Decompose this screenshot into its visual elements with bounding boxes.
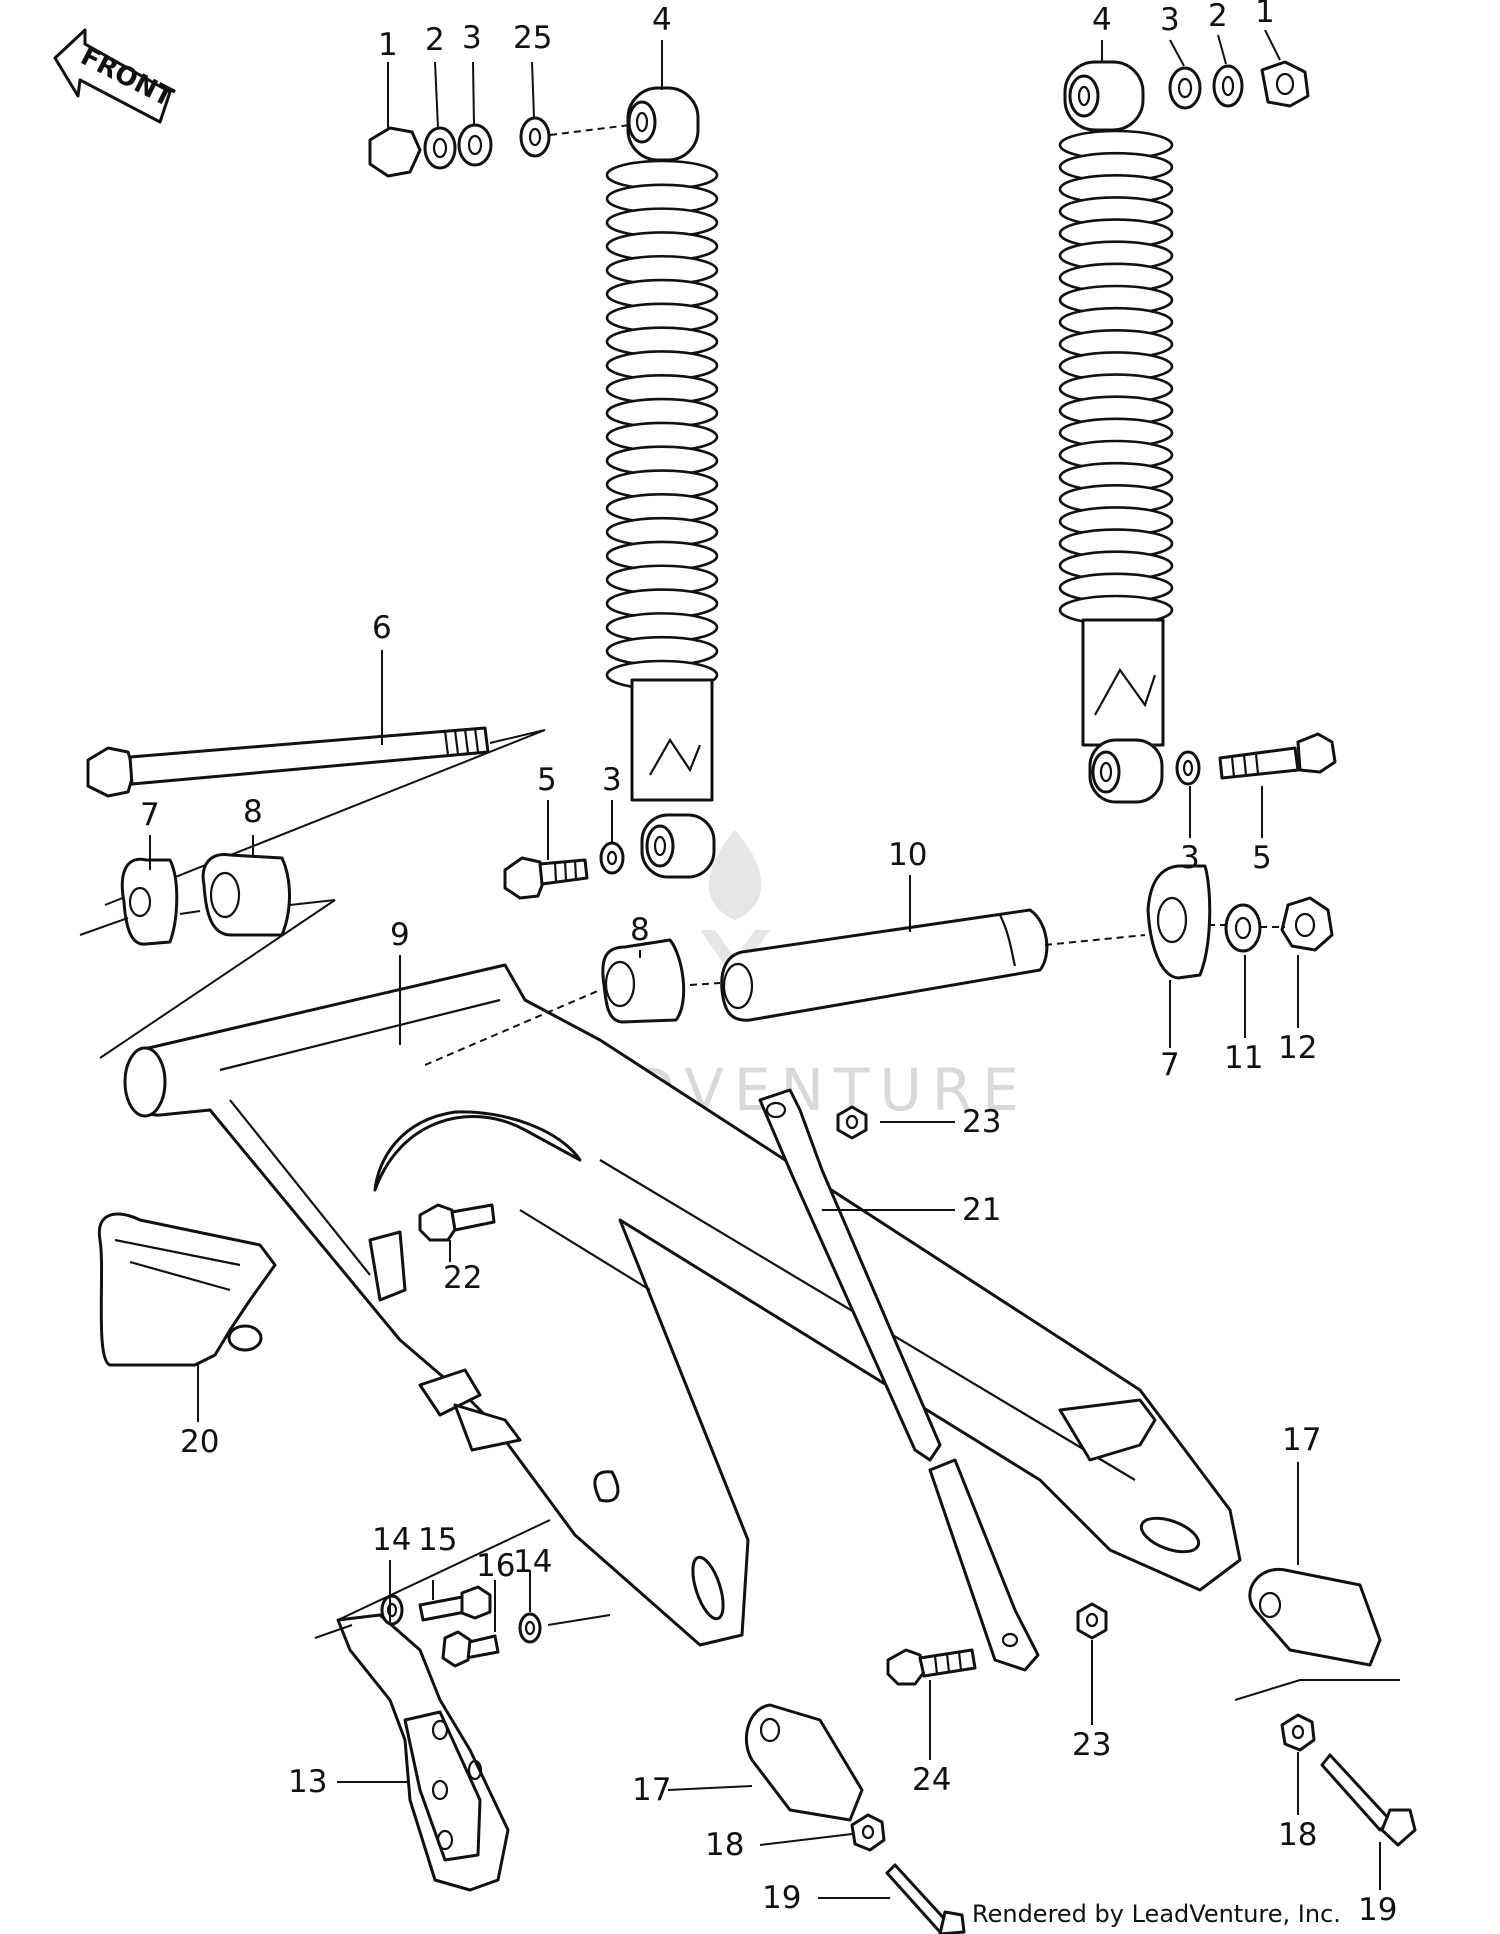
callout-20: 20 (180, 1424, 219, 1460)
small-bolts-and-nuts (418, 1105, 1108, 1640)
callout-19-left: 19 (762, 1880, 801, 1916)
callout-17-bottom: 17 (632, 1772, 671, 1808)
callout-3-lower-right: 3 (1180, 840, 1200, 876)
front-arrow: FRONT (53, 28, 178, 124)
callout-24: 24 (912, 1762, 951, 1798)
callout-4-right: 4 (1092, 2, 1112, 38)
callout-19-right: 19 (1358, 1892, 1397, 1928)
adjuster-nuts-and-screws (850, 1679, 1417, 1934)
top-left-hardware (368, 116, 631, 178)
callout-13: 13 (288, 1764, 327, 1800)
left-cap-and-collar (79, 853, 336, 1059)
callout-18-left: 18 (705, 1827, 744, 1863)
callout-3-lower-left: 3 (602, 762, 622, 798)
leader-lines (149, 29, 1381, 1899)
watermark-mark-icon (700, 930, 770, 980)
callout-14-right: 14 (513, 1544, 552, 1580)
callout-18-right: 18 (1278, 1817, 1317, 1853)
callout-14-left: 14 (372, 1522, 411, 1558)
chain-guard (97, 1212, 277, 1367)
torque-link (758, 1088, 1040, 1672)
top-right-hardware (1168, 60, 1310, 110)
callout-10: 10 (888, 837, 927, 873)
callout-6: 6 (372, 610, 392, 646)
bolt-24 (886, 1648, 977, 1686)
callout-12: 12 (1278, 1030, 1317, 1066)
callout-16: 16 (476, 1548, 515, 1584)
front-arrow-icon (53, 28, 172, 124)
callout-21: 21 (962, 1192, 1001, 1228)
spacer-and-collar (424, 908, 1146, 1066)
callout-5-left: 5 (537, 762, 557, 798)
callout-23-bottom: 23 (1072, 1727, 1111, 1763)
callout-labels: 1 2 3 25 4 4 3 2 1 6 5 3 3 5 7 8 10 8 7 … (140, 0, 1397, 1928)
chain-adjusters (744, 1567, 1382, 1822)
callout-9: 9 (390, 917, 410, 953)
callout-15: 15 (418, 1522, 457, 1558)
callout-5-right: 5 (1252, 840, 1272, 876)
callout-4-left: 4 (652, 2, 672, 38)
callout-25: 25 (513, 20, 552, 56)
callout-2: 2 (425, 22, 445, 58)
callout-3: 3 (462, 20, 482, 56)
lower-shock-bolts (503, 732, 1337, 900)
right-shock-absorber (1058, 60, 1174, 804)
callout-8-left: 8 (243, 794, 263, 830)
callout-3-right: 3 (1160, 2, 1180, 38)
pivot-bolt (86, 726, 546, 906)
callout-7-right: 7 (1160, 1047, 1180, 1083)
credit-text: Rendered by LeadVenture, Inc. (972, 1900, 1341, 1928)
chain-guide (314, 1519, 611, 1892)
left-shock-absorber (605, 86, 719, 879)
callout-22: 22 (443, 1260, 482, 1296)
swing-arm (123, 963, 1242, 1647)
left-spring (605, 159, 719, 691)
callout-11: 11 (1224, 1040, 1263, 1076)
callout-2-right: 2 (1208, 0, 1228, 34)
right-end-hardware (1146, 864, 1334, 980)
callout-17-right: 17 (1282, 1422, 1321, 1458)
right-spring (1058, 129, 1174, 626)
callout-7-left: 7 (140, 797, 160, 833)
callout-8-center: 8 (630, 912, 650, 948)
callout-23-top: 23 (962, 1104, 1001, 1140)
callout-1: 1 (378, 27, 398, 63)
callout-1-right: 1 (1255, 0, 1275, 30)
watermark-flame-icon (708, 830, 762, 920)
